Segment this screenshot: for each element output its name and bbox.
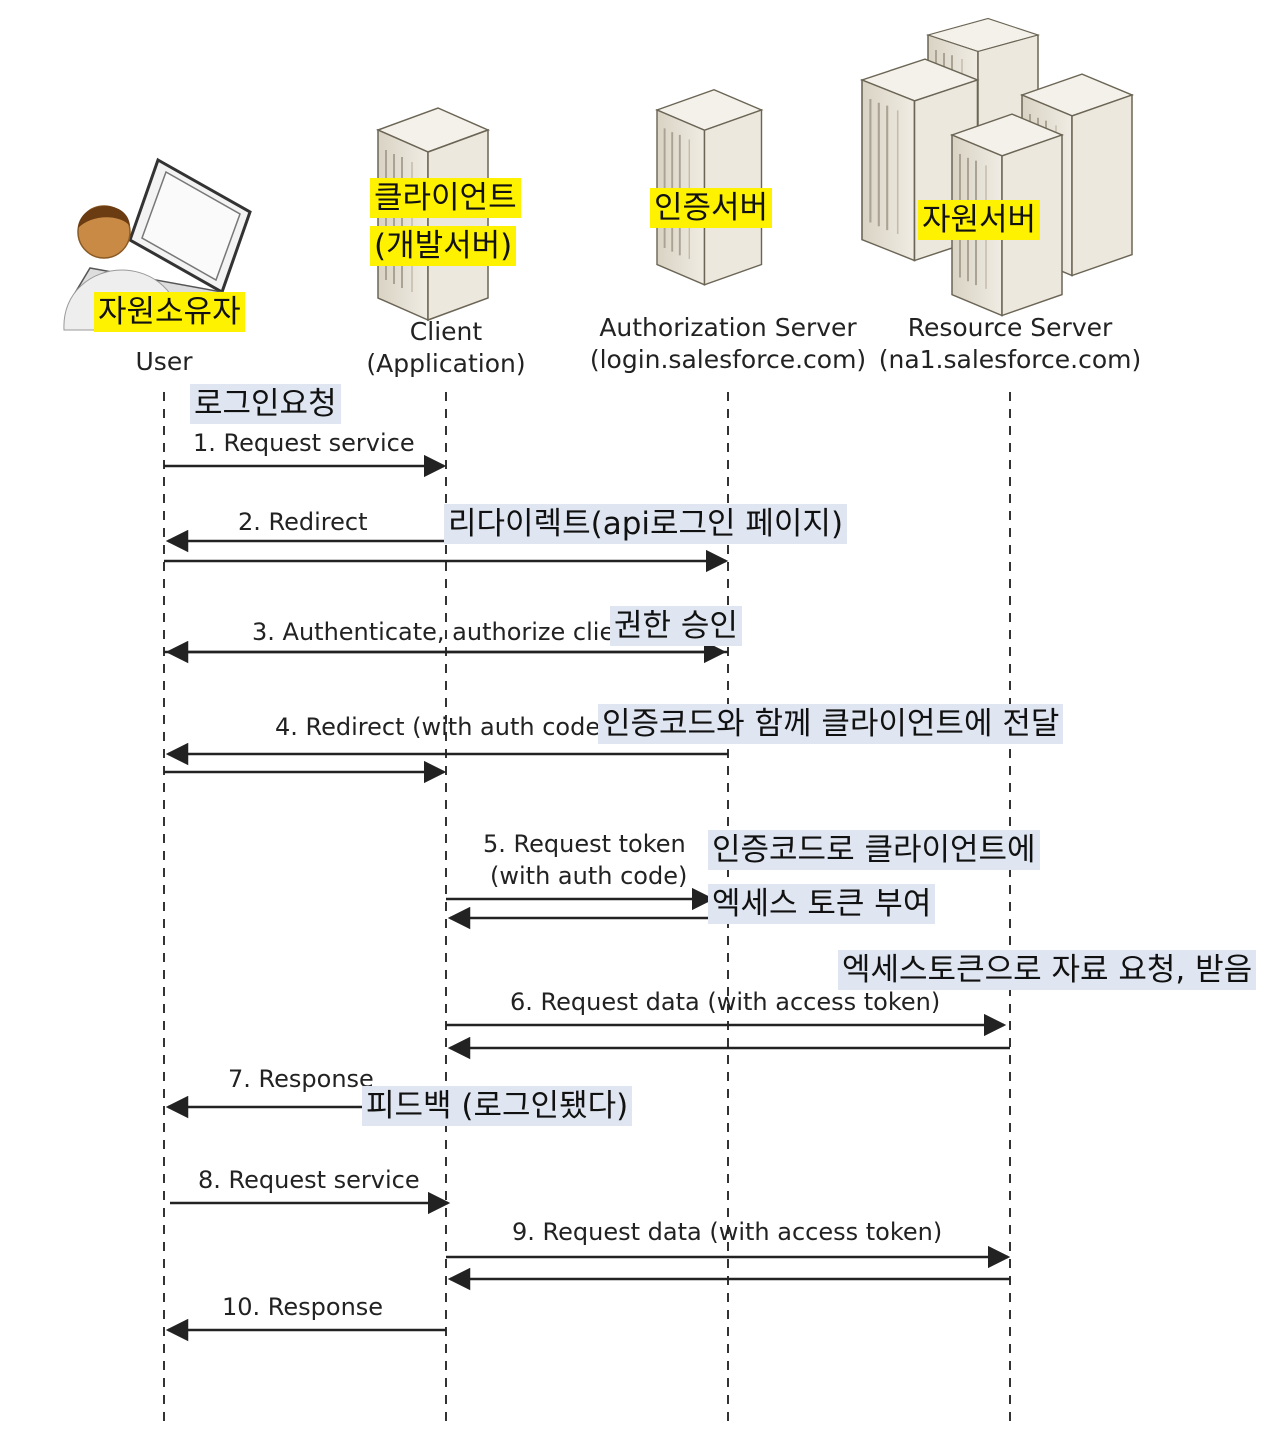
- note-token-line-2: 엑세스 토큰 부여: [708, 884, 936, 924]
- annotation-auth-server: 인증서버: [650, 188, 773, 228]
- note-feedback-logged-in: 피드백 (로그인됐다): [362, 1086, 633, 1126]
- message-5-label: 5. Request token: [483, 830, 686, 858]
- resource-server-sublabel: (na1.salesforce.com): [879, 345, 1142, 374]
- message-6-label: 6. Request data (with access token): [510, 988, 940, 1016]
- message-4-label: 4. Redirect (with auth code: [275, 713, 600, 741]
- message-5-sublabel: (with auth code): [490, 862, 687, 890]
- message-10-label: 10. Response: [222, 1293, 383, 1321]
- note-login-request: 로그인요청: [190, 384, 341, 424]
- message-1-label: 1. Request service: [193, 429, 415, 457]
- message-7-label: 7. Response: [228, 1065, 374, 1093]
- message-9-label: 9. Request data (with access token): [512, 1218, 942, 1246]
- client-label: Client: [410, 317, 483, 346]
- annotation-client: 클라이언트: [370, 178, 521, 218]
- annotation-resource-owner: 자원소유자: [94, 292, 245, 332]
- resource-server-cluster-icon: [860, 17, 1133, 317]
- auth-server-label: Authorization Server: [599, 313, 857, 342]
- auth-server-sublabel: (login.salesforce.com): [590, 345, 866, 374]
- resource-server-label: Resource Server: [908, 313, 1113, 342]
- annotation-resource-server: 자원서버: [918, 200, 1041, 240]
- message-8-label: 8. Request service: [198, 1166, 420, 1194]
- user-label: User: [136, 347, 194, 376]
- message-2-label: 2. Redirect: [238, 508, 368, 536]
- annotation-client-dev-server: (개발서버): [370, 226, 517, 266]
- note-request-with-token: 엑세스토큰으로 자료 요청, 받음: [838, 950, 1257, 990]
- note-grant-permission: 권한 승인: [610, 606, 742, 646]
- note-redirect-api-login: 리다이렉트(api로그인 페이지): [444, 504, 848, 544]
- note-auth-code-to-client: 인증코드와 함께 클라이언트에 전달: [598, 704, 1064, 744]
- client-sublabel: (Application): [366, 349, 525, 378]
- message-3-label: 3. Authenticate, authorize clie: [252, 618, 614, 646]
- note-token-line-1: 인증코드로 클라이언트에: [708, 830, 1040, 870]
